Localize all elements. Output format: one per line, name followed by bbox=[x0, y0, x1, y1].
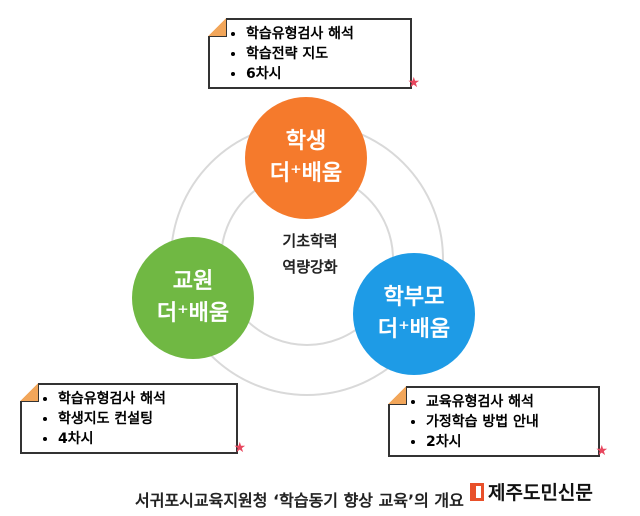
note-item: 교육유형검사 해석 bbox=[426, 392, 588, 412]
note-item: 2차시 bbox=[426, 432, 588, 452]
note-item: 학습유형검사 해석 bbox=[58, 389, 226, 409]
circle-subtitle: 더⁺배움 bbox=[377, 317, 451, 342]
student-note: 학습유형검사 해석학습전략 지도6차시 ★ bbox=[208, 18, 420, 91]
teacher-note: 학습유형검사 해석학생지도 컨설팅4차시 ★ bbox=[20, 383, 246, 456]
star-icon: ★ bbox=[595, 443, 608, 459]
circle-subtitle: 더⁺배움 bbox=[156, 301, 230, 326]
star-icon: ★ bbox=[233, 440, 246, 456]
student-circle: 학생 더⁺배움 bbox=[245, 97, 367, 219]
center-line: 역량강화 bbox=[282, 258, 338, 276]
note-item: 가정학습 방법 안내 bbox=[426, 412, 588, 432]
folded-corner-icon bbox=[20, 383, 39, 402]
center-line: 기초학력 bbox=[282, 232, 338, 250]
parent-circle: 학부모 더⁺배움 bbox=[353, 253, 475, 375]
watermark-logo: 제주도민신문 bbox=[470, 478, 593, 505]
folded-corner-icon bbox=[208, 18, 227, 37]
parent-note: 교육유형검사 해석가정학습 방법 안내2차시 ★ bbox=[388, 386, 608, 459]
note-item: 6차시 bbox=[246, 64, 400, 84]
teacher-circle: 교원 더⁺배움 bbox=[132, 237, 254, 359]
star-icon: ★ bbox=[407, 75, 420, 91]
note-item: 학습유형검사 해석 bbox=[246, 24, 400, 44]
center-label: 기초학력 역량강화 bbox=[255, 228, 365, 280]
circle-title: 학부모 bbox=[383, 285, 445, 310]
note-item: 4차시 bbox=[58, 429, 226, 449]
note-item: 학생지도 컨설팅 bbox=[58, 409, 226, 429]
circle-subtitle: 더⁺배움 bbox=[269, 161, 343, 186]
logo-icon bbox=[470, 482, 484, 501]
circle-title: 학생 bbox=[285, 129, 327, 154]
note-item: 학습전략 지도 bbox=[246, 44, 400, 64]
circle-title: 교원 bbox=[172, 269, 214, 294]
watermark-text: 제주도민신문 bbox=[488, 482, 593, 504]
caption: 서귀포시교육지원청 ‘학습동기 향상 교육’의 개요 bbox=[135, 491, 464, 510]
folded-corner-icon bbox=[388, 386, 407, 405]
